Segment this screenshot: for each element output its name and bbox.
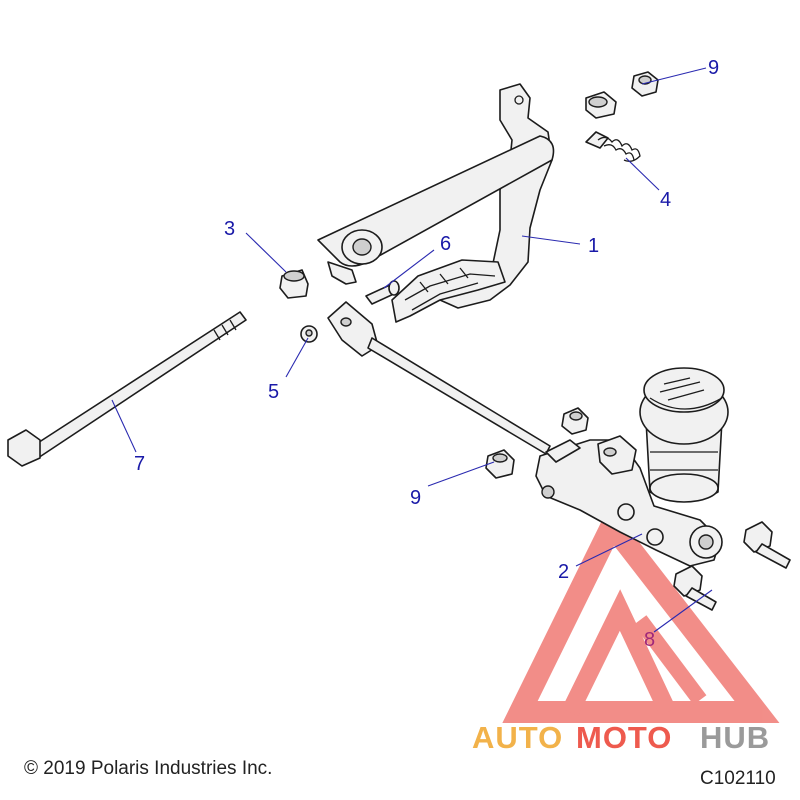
nut-top-9[interactable]: [631, 71, 659, 97]
copyright-text: © 2019 Polaris Industries Inc.: [24, 758, 272, 779]
brake-pedal[interactable]: [317, 83, 555, 323]
nut-cylinder-top[interactable]: [561, 407, 589, 435]
bolt-8-lower[interactable]: [673, 565, 717, 611]
pivot-bushing-top[interactable]: [585, 91, 617, 119]
bushing-3[interactable]: [279, 269, 309, 299]
callout-9-top[interactable]: 9: [708, 57, 719, 79]
return-spring[interactable]: [585, 131, 641, 162]
brand-hub: HUB: [700, 720, 770, 755]
nut-5[interactable]: [300, 325, 318, 343]
callout-3[interactable]: 3: [224, 218, 235, 240]
callout-9-lower[interactable]: 9: [410, 487, 421, 509]
master-cylinder[interactable]: [535, 367, 729, 567]
clevis-pin-6[interactable]: [365, 280, 400, 305]
callout-8[interactable]: 8: [644, 629, 655, 651]
callout-2[interactable]: 2: [558, 561, 569, 583]
leader-lines: [111, 67, 713, 633]
nut-9-lower[interactable]: [485, 449, 515, 479]
clevis-pushrod[interactable]: [327, 301, 551, 455]
callout-5[interactable]: 5: [268, 381, 279, 403]
callout-7[interactable]: 7: [134, 453, 145, 475]
automotohub-logo-icon: [502, 504, 780, 723]
bolt-8-upper[interactable]: [743, 521, 791, 569]
pivot-bolt-7[interactable]: [7, 311, 247, 467]
callout-1[interactable]: 1: [588, 235, 599, 257]
automotohub-watermark: AUTO MOTO HUB: [472, 720, 770, 755]
diagram-code: C102110: [700, 768, 776, 789]
brand-auto: AUTO: [472, 720, 563, 755]
brand-moto: MOTO: [576, 720, 672, 755]
callout-4[interactable]: 4: [660, 189, 671, 211]
callout-6[interactable]: 6: [440, 233, 451, 255]
